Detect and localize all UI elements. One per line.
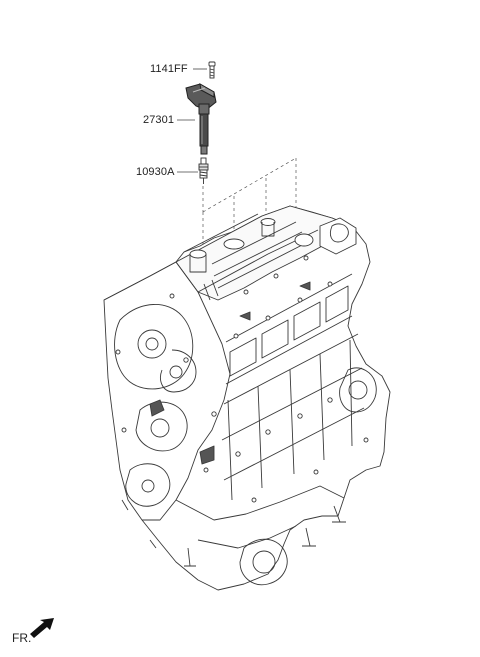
leader-lines (177, 68, 207, 173)
spark-plug-icon[interactable] (198, 157, 209, 184)
part-number-plug[interactable]: 10930A (136, 166, 175, 178)
front-direction-label: FR. (12, 631, 32, 645)
part-number-bolt[interactable]: 1141FF (150, 63, 188, 75)
bolt-icon[interactable] (208, 61, 216, 79)
ignition-coil-icon[interactable] (185, 83, 217, 155)
front-arrow-icon (30, 618, 54, 638)
part-number-coil[interactable]: 27301 (143, 114, 175, 126)
engine-block-icon (103, 205, 391, 591)
